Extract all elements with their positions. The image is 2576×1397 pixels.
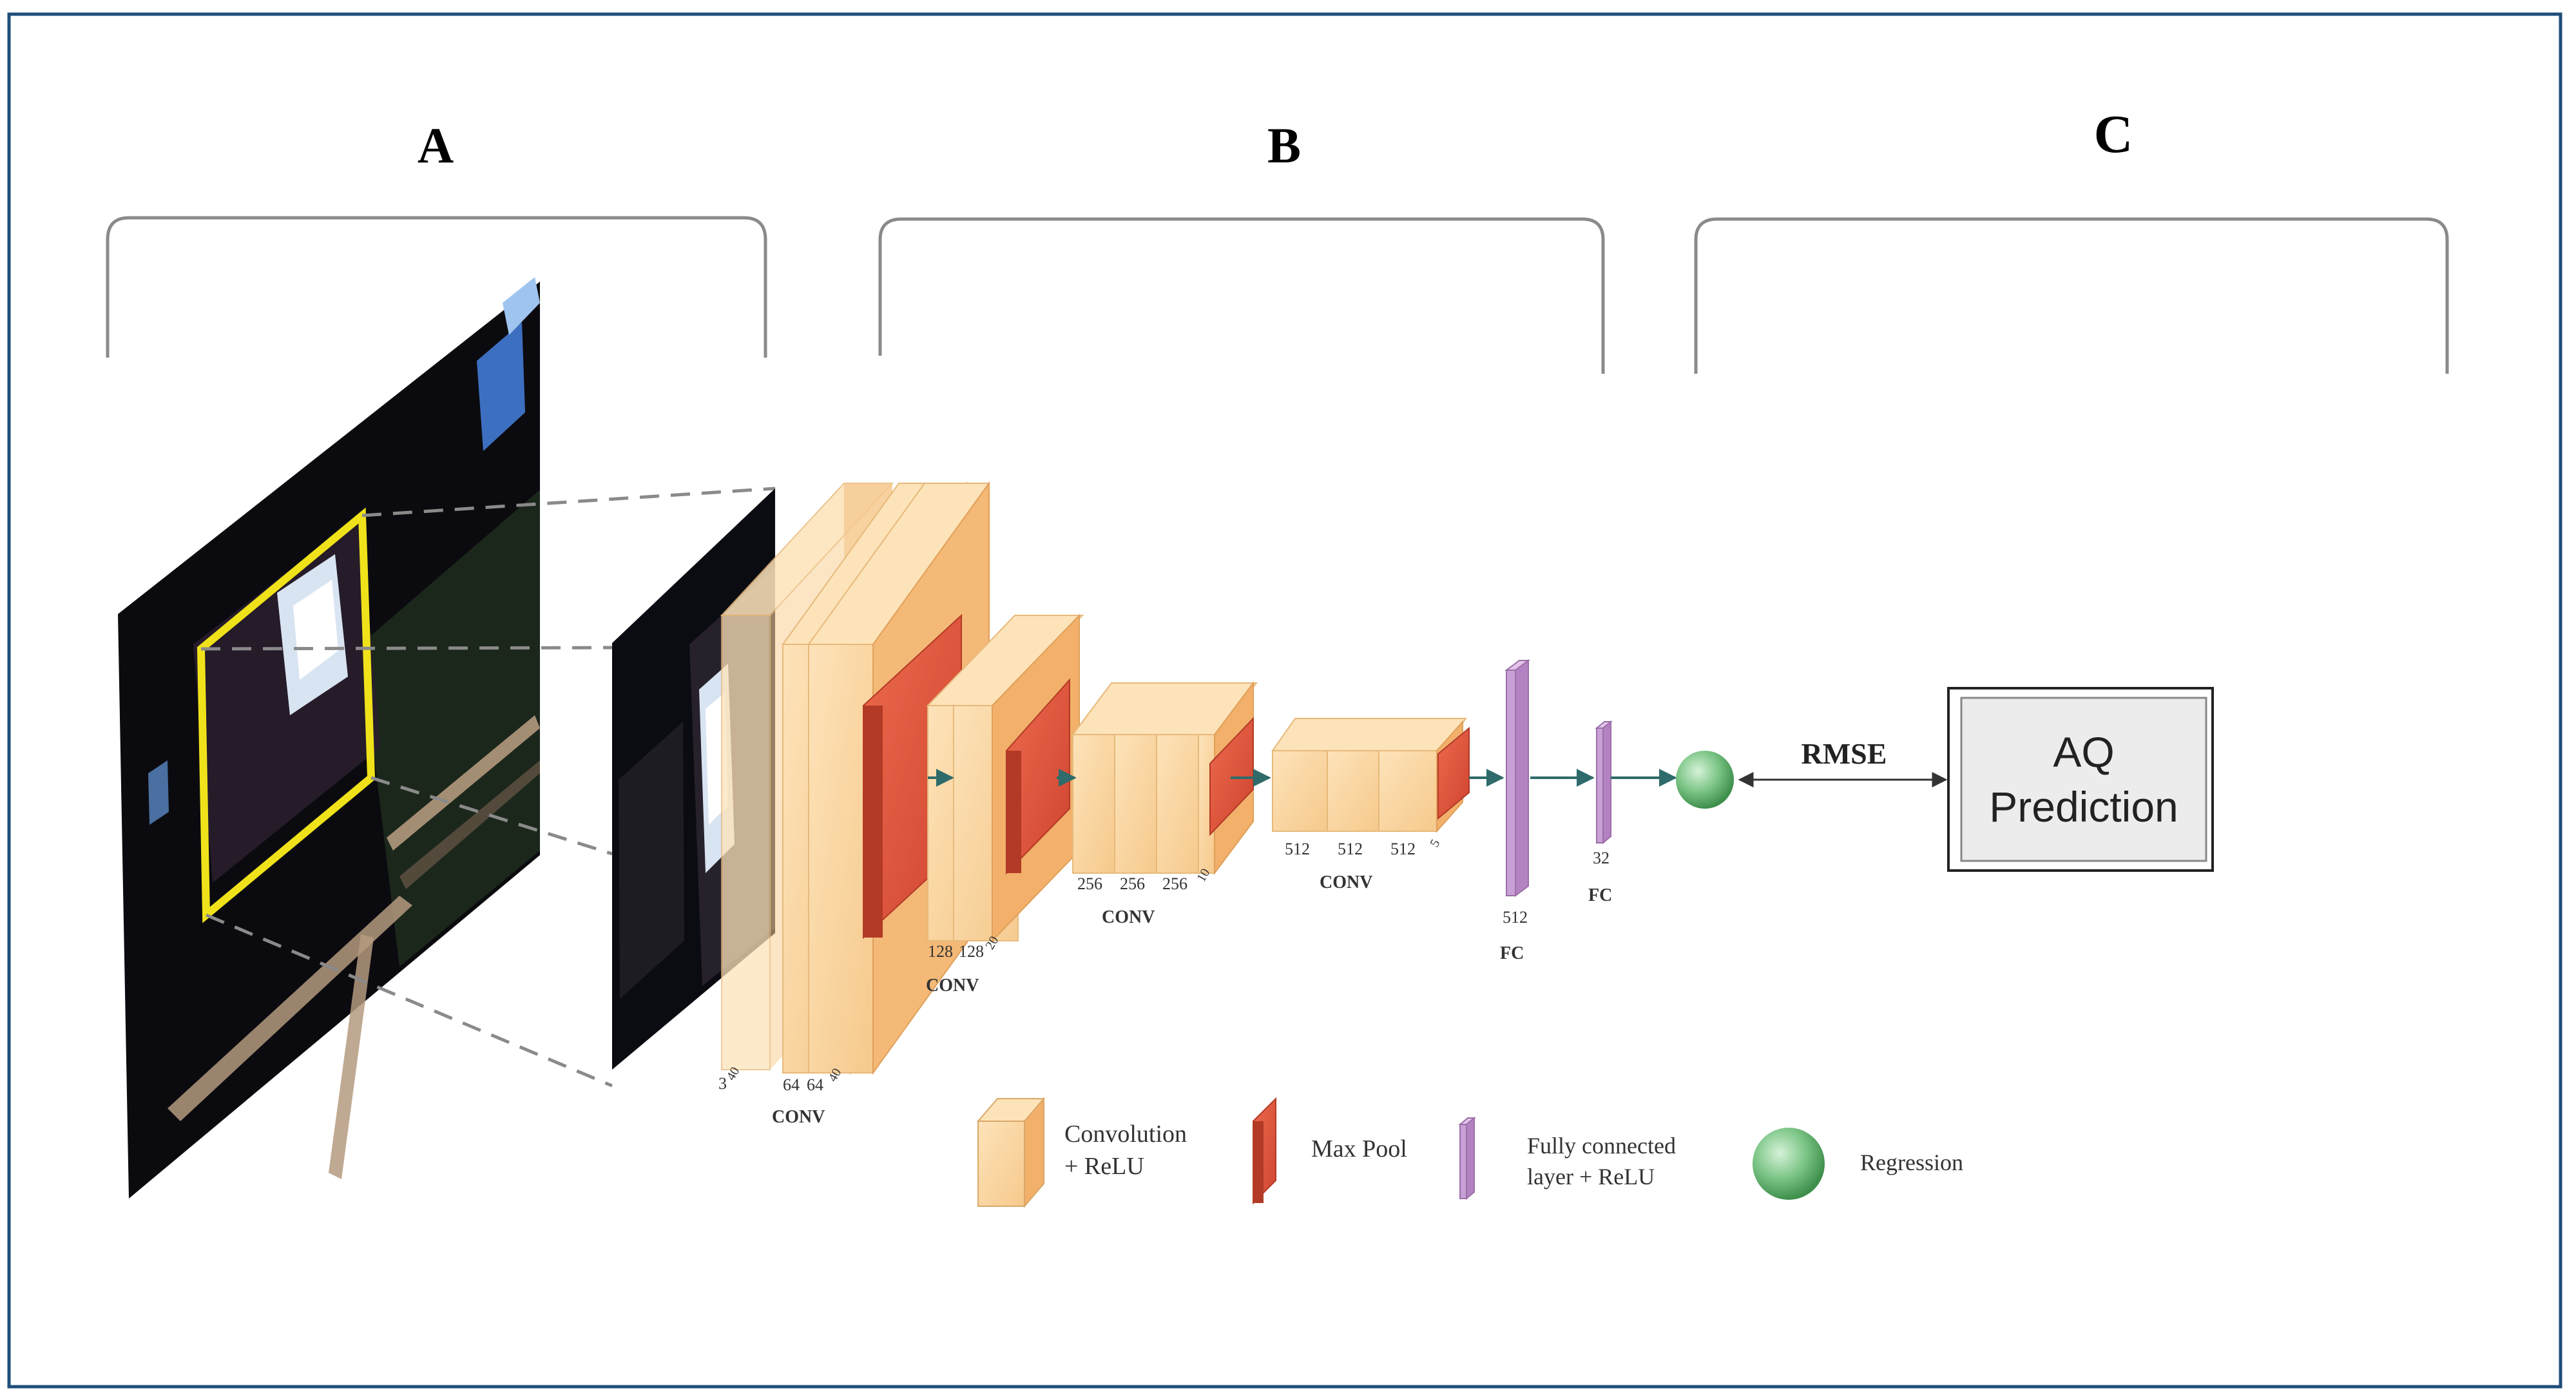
legend-pool-label: Max Pool bbox=[1311, 1135, 1407, 1162]
outer-frame bbox=[7, 12, 2562, 1389]
conv-block-2 bbox=[926, 613, 1084, 943]
rmse-label: RMSE bbox=[1802, 737, 1887, 770]
legend-fc-label-line-1: Fully connected bbox=[1527, 1133, 1676, 1159]
fc-layer-512 bbox=[1504, 659, 1530, 897]
layer-type-label: FC bbox=[1500, 943, 1524, 963]
legend-conv-icon bbox=[976, 1097, 1046, 1208]
bracket-c bbox=[1694, 217, 2449, 374]
dim-label: 128 bbox=[928, 942, 953, 961]
layer-type-label: CONV bbox=[1102, 907, 1155, 927]
legend-fc-label-line-2: layer + ReLU bbox=[1527, 1164, 1655, 1190]
dim-label: 32 bbox=[1593, 849, 1610, 867]
legend: Convolution + ReLU Max Pool Fully connec… bbox=[976, 1097, 1963, 1208]
legend-pool-icon bbox=[1253, 1097, 1276, 1205]
dim-label: 512 bbox=[1285, 840, 1310, 858]
dim-label: 512 bbox=[1503, 908, 1528, 927]
output-label-line-2: Prediction bbox=[1989, 783, 2178, 831]
legend-conv-label-line-1: Convolution bbox=[1064, 1121, 1187, 1148]
aq-prediction-box: AQ Prediction bbox=[1947, 687, 2214, 872]
dim-label: 128 bbox=[959, 942, 984, 961]
section-label-a: A bbox=[418, 117, 454, 173]
conv-block-1 bbox=[720, 481, 990, 1075]
legend-regression-icon bbox=[1753, 1128, 1825, 1200]
regression-node bbox=[1676, 751, 1734, 809]
layer-type-label: CONV bbox=[926, 976, 979, 996]
size-label: 5 bbox=[1427, 837, 1443, 850]
projection-lines bbox=[200, 487, 776, 1088]
dim-label: 256 bbox=[1077, 874, 1102, 893]
bracket-b bbox=[878, 217, 1605, 374]
output-label-line-1: AQ bbox=[2053, 728, 2114, 776]
section-label-b: B bbox=[1267, 117, 1301, 173]
section-label-c: C bbox=[2094, 104, 2133, 164]
layer-type-label: CONV bbox=[1320, 872, 1372, 892]
bracket-a bbox=[106, 216, 767, 358]
dim-label: 512 bbox=[1338, 840, 1363, 858]
legend-fc-icon bbox=[1458, 1116, 1476, 1200]
legend-conv-label-line-2: + ReLU bbox=[1064, 1153, 1144, 1180]
legend-regression-label: Regression bbox=[1860, 1150, 1963, 1175]
dim-label: 256 bbox=[1162, 874, 1187, 893]
dim-label: 256 bbox=[1120, 874, 1145, 893]
satellite-image bbox=[118, 277, 540, 1199]
conv-block-4 bbox=[1271, 718, 1470, 833]
layer-type-label: FC bbox=[1588, 885, 1612, 905]
dim-label: 512 bbox=[1390, 840, 1416, 858]
conv-block-3 bbox=[1072, 681, 1258, 875]
dim-label: 64 bbox=[807, 1075, 823, 1094]
fc-layer-32 bbox=[1595, 720, 1613, 845]
dim-label: 64 bbox=[783, 1075, 800, 1094]
dim-label: 3 bbox=[718, 1074, 727, 1093]
layer-type-label: CONV bbox=[772, 1107, 825, 1127]
